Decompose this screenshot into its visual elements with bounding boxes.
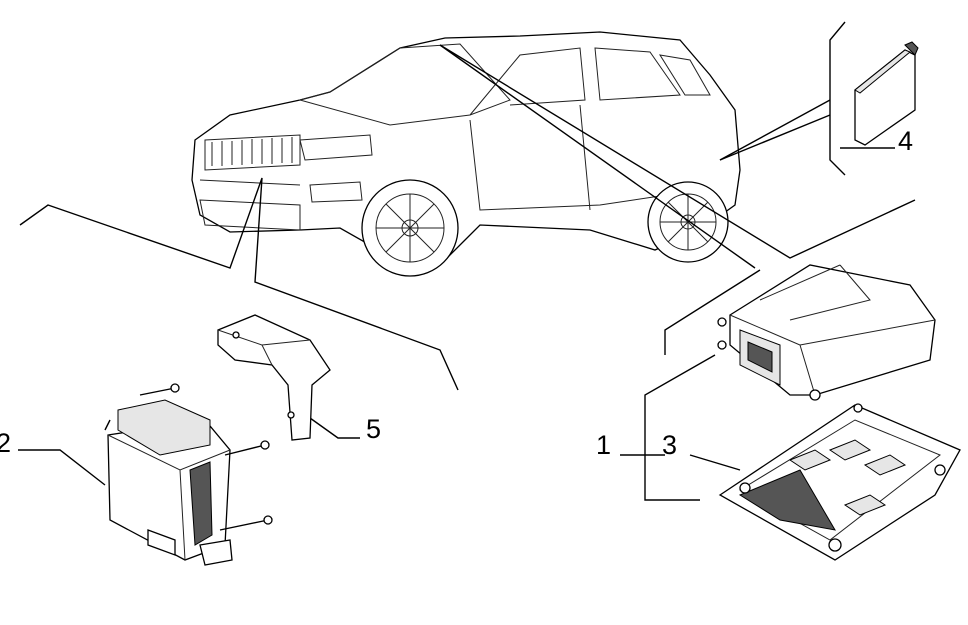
part-3-mounting-bracket [720, 404, 960, 560]
callout-5: 5 [366, 414, 382, 444]
vehicle-illustration [192, 32, 740, 276]
part-4-sensor [855, 42, 918, 145]
front-grille [212, 137, 292, 166]
callout-4: 4 [898, 126, 914, 156]
part-2-module [105, 384, 272, 565]
callout-1: 1 [596, 430, 612, 460]
part-1-control-unit [718, 265, 935, 400]
callout-2: 2 [0, 428, 12, 458]
leader-lines [18, 22, 915, 500]
part-5-bracket [218, 315, 330, 440]
callout-3: 3 [662, 430, 678, 460]
